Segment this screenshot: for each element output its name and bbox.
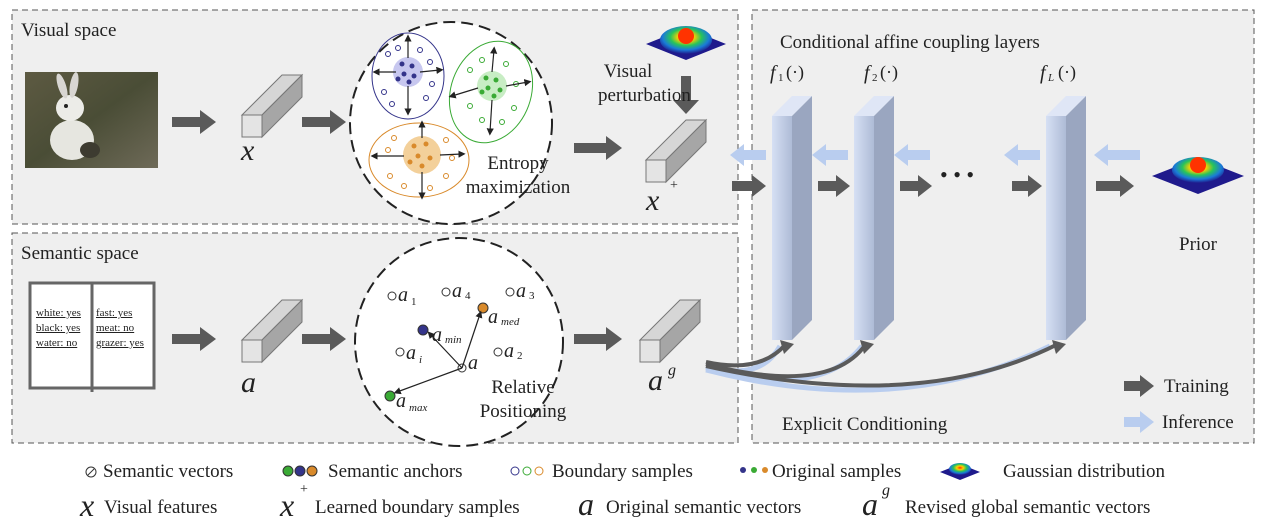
legend-boundary-samples: Boundary samples — [552, 461, 693, 482]
entropy-maximization-label: Entropy maximization — [465, 153, 571, 198]
label-f2-arg: (·) — [880, 62, 898, 82]
var-x-plus-sup: + — [670, 178, 678, 193]
label-fL: f — [1040, 62, 1046, 84]
visual-perturbation-label: Visual perturbation — [598, 61, 691, 106]
inference-arrows — [730, 144, 1140, 166]
semantic-row-arrows — [172, 327, 622, 351]
node-a3: a — [516, 280, 526, 302]
legend-original-semantic: Original semantic vectors — [606, 497, 802, 518]
node-amax-sub: max — [409, 402, 428, 414]
legend-semantic-vectors: Semantic vectors — [103, 461, 234, 482]
rabbit-image — [25, 72, 158, 168]
training-label: Training — [1164, 376, 1229, 397]
legend-semantic-anchors: Semantic anchors — [328, 461, 463, 482]
visual-row-arrows — [172, 76, 699, 160]
legend-original-samples: Original samples — [772, 461, 902, 482]
node-a4-sub: 4 — [465, 290, 471, 302]
var-a-g: a — [648, 364, 663, 397]
training-legend-arrow — [1124, 375, 1154, 397]
coupling-layers — [772, 96, 1086, 340]
node-a4: a — [452, 280, 462, 302]
label-f1-arg: (·) — [786, 62, 804, 82]
relative-positioning-circle — [354, 237, 564, 447]
legend-learned-boundary: Learned boundary samples — [315, 497, 520, 518]
visual-space-title: Visual space — [21, 20, 117, 41]
feature-box-a — [240, 298, 304, 364]
training-arrows — [732, 175, 1134, 197]
inference-label: Inference — [1162, 412, 1234, 433]
legend-revised-global: Revised global semantic vectors — [905, 497, 1151, 518]
node-amed: a — [488, 306, 498, 328]
legend-visual-features: Visual features — [104, 497, 218, 518]
book-right-2: meat: no — [96, 322, 135, 334]
prior-gaussian — [1152, 157, 1244, 194]
relative-positioning-label: Relative Positioning — [479, 377, 567, 422]
node-a-center: a — [468, 352, 478, 374]
node-amax: a — [396, 390, 406, 412]
conditioning-curves — [705, 340, 1066, 393]
var-x: x — [241, 134, 255, 167]
legend-x-symbol: x — [80, 487, 95, 523]
var-a: a — [241, 366, 256, 399]
feature-box-a-g — [638, 298, 702, 364]
label-fL-sub: L — [1048, 72, 1055, 84]
attribute-book — [28, 281, 156, 392]
layer-ellipsis: • • • — [940, 162, 975, 187]
label-f1: f — [770, 62, 776, 84]
prior-label: Prior — [1179, 234, 1217, 255]
flow-title: Conditional affine coupling layers — [780, 32, 1040, 53]
inference-legend-arrow — [1124, 411, 1154, 433]
label-fL-arg: (·) — [1058, 62, 1076, 82]
node-amin-sub: min — [445, 334, 462, 346]
node-amin: a — [432, 324, 442, 346]
label-f1-sub: 1 — [778, 72, 784, 84]
gaussian-perturbation — [646, 26, 726, 60]
label-f2: f — [864, 62, 870, 84]
node-amed-sub: med — [501, 316, 520, 328]
legend-icons — [85, 463, 980, 480]
book-left-1: white: yes — [36, 307, 81, 319]
book-right-1: fast: yes — [96, 307, 133, 319]
semantic-space-title: Semantic space — [21, 243, 139, 264]
var-a-g-sup: g — [668, 362, 676, 379]
feature-box-x-plus — [644, 118, 708, 184]
legend-a-g-symbol: a — [862, 486, 878, 522]
node-ai: a — [406, 342, 416, 364]
entropy-circle — [349, 21, 553, 225]
var-x-plus: x — [646, 184, 660, 217]
legend-a-g-sup: g — [882, 482, 890, 499]
legend-a-symbol: a — [578, 486, 594, 522]
label-f2-sub: 2 — [872, 72, 878, 84]
feature-box-x — [240, 73, 304, 139]
legend-x-plus-symbol: x — [280, 487, 295, 523]
book-left-3: water: no — [36, 337, 78, 349]
node-a3-sub: 3 — [529, 290, 535, 302]
node-ai-sub: i — [419, 354, 423, 366]
node-a2-sub: 2 — [517, 350, 523, 362]
node-a1-sub: 1 — [411, 296, 417, 308]
legend-gaussian: Gaussian distribution — [1003, 461, 1166, 482]
book-left-2: black: yes — [36, 322, 81, 334]
node-a1: a — [398, 284, 408, 306]
book-right-3: grazer: yes — [96, 337, 144, 349]
explicit-conditioning-label: Explicit Conditioning — [782, 414, 948, 435]
legend-x-plus-sup: + — [300, 482, 308, 497]
node-a2: a — [504, 340, 514, 362]
